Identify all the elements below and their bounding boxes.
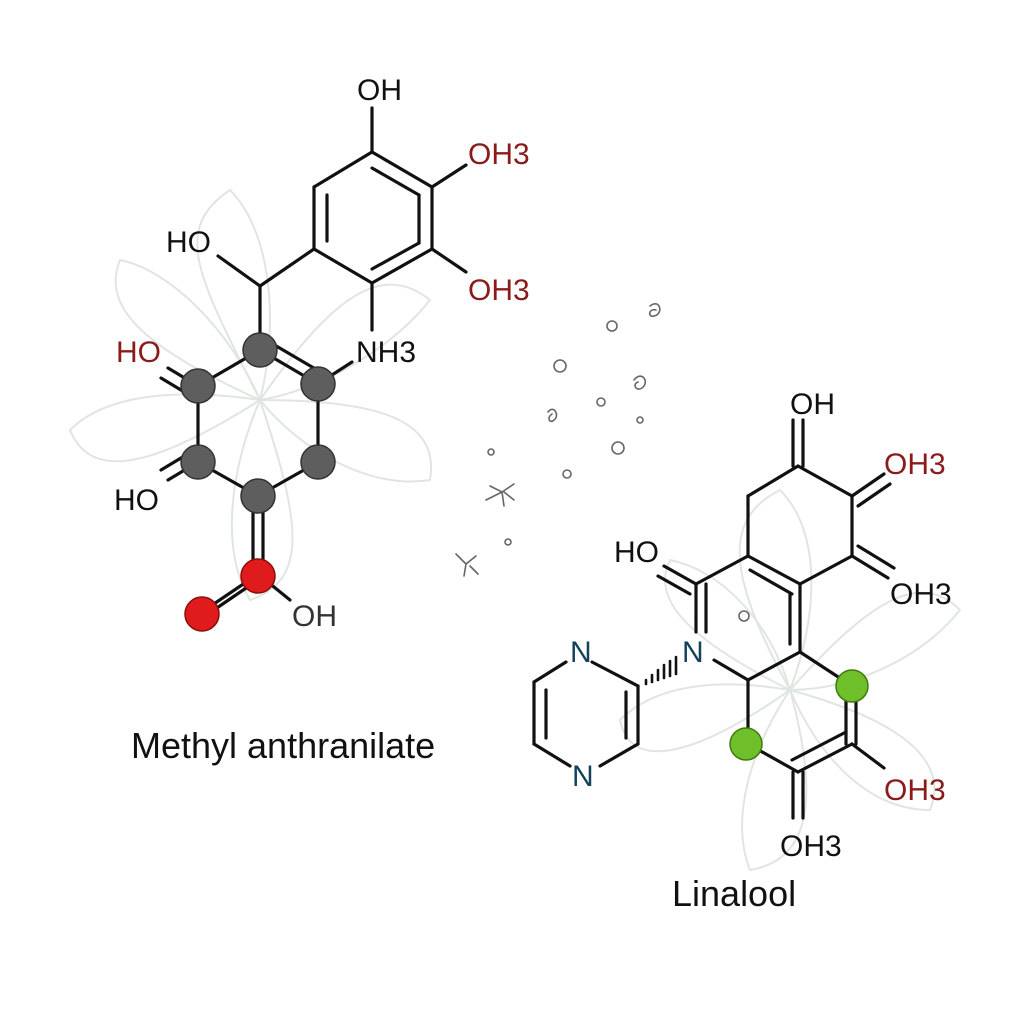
label-oh3-lower: OH3 [468, 274, 530, 307]
label-n-pyrazine-bottom: N [572, 760, 594, 793]
label-n-pyrazine-top: N [570, 636, 592, 669]
label-oh-top: OH [790, 388, 835, 421]
molecule-linalool: OH OH3 HO OH3 N N N OH3 OH3 Linalool [532, 388, 952, 914]
background-flower-right [618, 488, 962, 872]
atom-carbon [180, 368, 216, 404]
atom-oxygen [184, 596, 220, 632]
label-oh3-2: OH3 [890, 578, 952, 611]
molecule-1-labels: OH OH3 OH3 HO NH3 HO HO OH [114, 74, 530, 633]
label-ho-red: HO [116, 336, 161, 369]
label-oh3-upper: OH3 [468, 138, 530, 171]
caption-linalool: Linalool [672, 873, 796, 914]
atom-green [729, 727, 763, 761]
atom-spheres [180, 332, 336, 632]
atom-carbon [300, 444, 336, 480]
upper-ring-bonds [216, 106, 468, 352]
atom-carbon [240, 478, 276, 514]
atom-carbon [300, 366, 336, 402]
label-ho: HO [614, 536, 659, 569]
molecule-2-labels: OH OH3 HO OH3 N N N OH3 OH3 [570, 388, 952, 863]
background-flower-left [68, 188, 433, 602]
molecule-methyl-anthranilate: OH OH3 OH3 HO NH3 HO HO OH Methyl anthra… [114, 74, 530, 766]
label-ho-side: HO [166, 226, 211, 259]
label-oh3-3: OH3 [884, 774, 946, 807]
decorative-sparkles [455, 303, 750, 622]
atom-green [835, 669, 869, 703]
atom-carbon [180, 444, 216, 480]
label-oh3-1: OH3 [884, 448, 946, 481]
atom-carbon [242, 332, 278, 368]
label-nh3: NH3 [356, 336, 416, 369]
label-top-oh: OH [357, 74, 402, 107]
linalool-bonds [532, 418, 896, 820]
hashed-wedge-bond [644, 655, 678, 686]
caption-methyl-anthranilate: Methyl anthranilate [131, 725, 435, 766]
linalool-atom-spheres [729, 669, 869, 761]
label-n-ring: N [682, 636, 704, 669]
label-ho-lower: HO [114, 484, 159, 517]
atom-oxygen [240, 558, 276, 594]
label-oh-bottom: OH [292, 600, 337, 633]
label-oh3-4: OH3 [780, 830, 842, 863]
